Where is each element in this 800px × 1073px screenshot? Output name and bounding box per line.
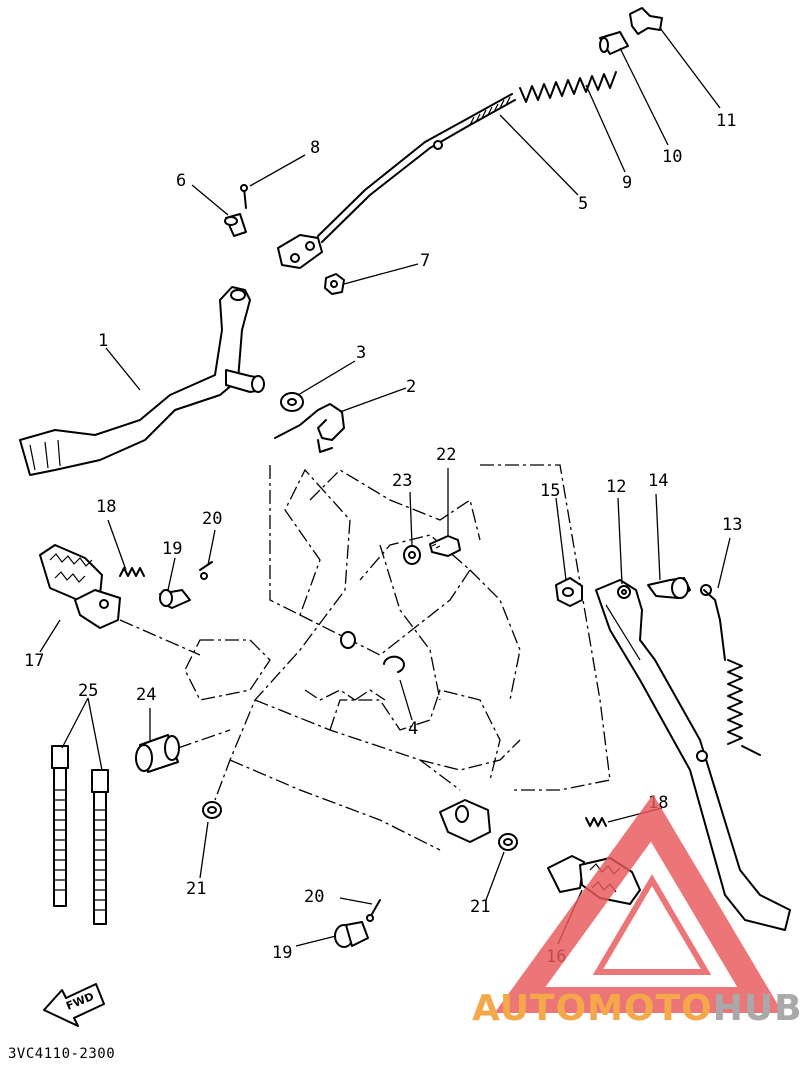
callout-21b: 21	[470, 897, 490, 917]
cable-strap-left	[51, 745, 69, 907]
leader-lines	[39, 27, 731, 947]
callout-6: 6	[176, 171, 186, 191]
circlip	[383, 655, 405, 673]
washer	[280, 392, 304, 412]
footrest-pin-left	[159, 589, 191, 609]
cotter-pin-right	[366, 899, 381, 922]
callout-11: 11	[716, 111, 736, 131]
pedal-spring	[274, 403, 345, 453]
callout-25: 25	[78, 681, 98, 701]
adjuster-nut	[599, 31, 629, 55]
stand-spring	[696, 584, 761, 762]
callout-23: 23	[392, 471, 412, 491]
part-code: 3VC4110-2300	[8, 1046, 116, 1062]
callout-20b: 20	[304, 887, 324, 907]
stand-bolt	[647, 577, 691, 599]
callout-19: 19	[162, 539, 182, 559]
fwd-arrow-icon: FWD	[43, 983, 105, 1027]
footrest-spring-right	[585, 817, 607, 827]
callout-14: 14	[648, 471, 668, 491]
callout-17: 17	[24, 651, 44, 671]
wing-nut	[629, 7, 663, 35]
callout-5: 5	[578, 194, 588, 214]
frame-mount-right	[439, 799, 491, 843]
brand-part2: HUB	[712, 988, 800, 1029]
cable-strap-right	[91, 769, 109, 925]
callout-12: 12	[606, 477, 626, 497]
callout-2: 2	[406, 377, 416, 397]
cotter-pin-left	[199, 561, 213, 580]
callout-21: 21	[186, 879, 206, 899]
brand-part1: AUTOMOTO	[472, 988, 713, 1029]
washer-right	[498, 833, 518, 851]
brake-rod	[277, 93, 516, 269]
callout-15: 15	[540, 481, 560, 501]
callout-20: 20	[202, 509, 222, 529]
frame-outline	[184, 464, 611, 851]
callout-22: 22	[436, 445, 456, 465]
callout-4: 4	[408, 719, 418, 739]
sidestand	[595, 579, 791, 931]
stand-nut	[555, 577, 583, 607]
spacer	[403, 545, 421, 565]
callout-19b: 19	[272, 943, 292, 963]
washer-left	[202, 801, 222, 819]
callout-13: 13	[722, 515, 742, 535]
callout-10: 10	[662, 147, 682, 167]
callout-24: 24	[136, 685, 156, 705]
brand-logo: AUTOMOTOHUB	[472, 988, 800, 1029]
watermark-triangle	[494, 794, 783, 1013]
callout-1: 1	[98, 331, 108, 351]
frame-boss	[340, 631, 356, 649]
bolt	[429, 535, 461, 557]
callout-8: 8	[310, 138, 320, 158]
footrest-pin-right	[334, 921, 369, 948]
footrest-left	[39, 544, 201, 656]
collar	[135, 729, 231, 773]
return-spring-upper	[519, 71, 617, 103]
callout-18: 18	[96, 497, 116, 517]
nut-small	[324, 273, 345, 295]
callout-7: 7	[420, 251, 430, 271]
callout-9: 9	[622, 173, 632, 193]
callout-3: 3	[356, 343, 366, 363]
footrest-spring-left	[119, 567, 145, 577]
brake-pedal	[19, 286, 265, 476]
cotter-pin	[240, 184, 248, 209]
clevis-pin	[224, 213, 247, 237]
